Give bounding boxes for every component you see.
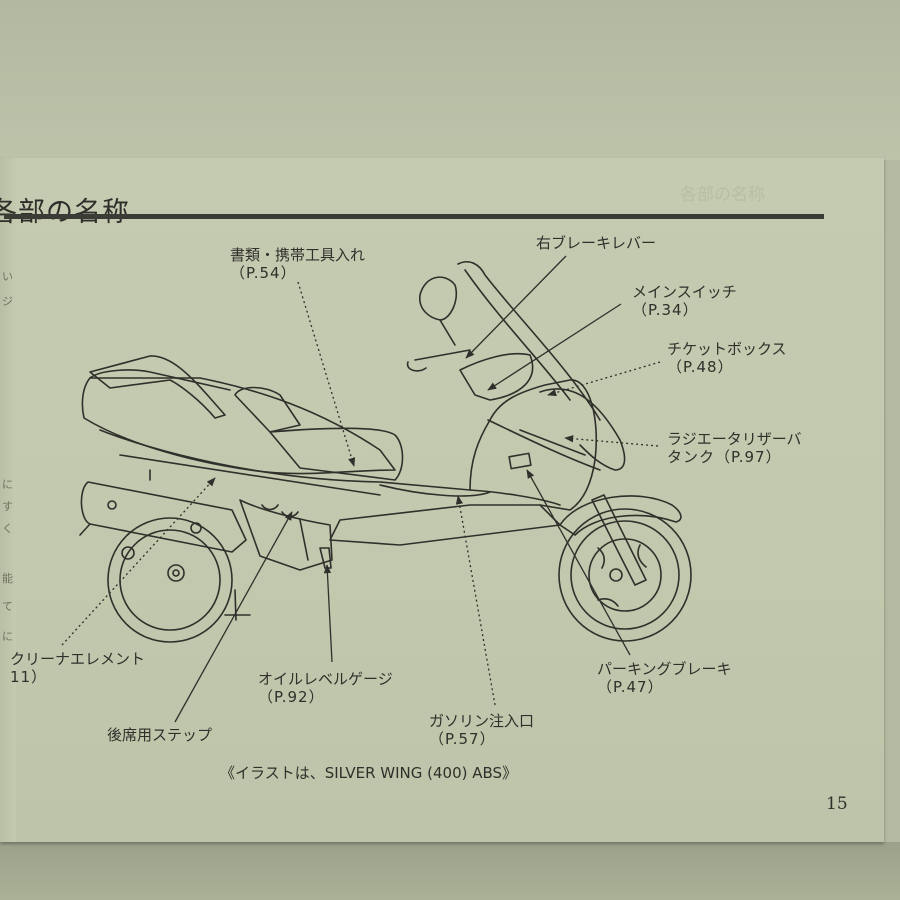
main-seat bbox=[269, 427, 404, 481]
label-name-line2: タンク（P.97） bbox=[667, 448, 782, 466]
page-gutter bbox=[0, 158, 16, 842]
label-name: 後席用ステップ bbox=[107, 726, 213, 744]
page-reference: （P.48） bbox=[667, 358, 734, 376]
leader-main-switch bbox=[487, 303, 622, 391]
margin-bleed-text: に bbox=[2, 478, 13, 491]
label-main-switch: メインスイッチ （P.34） bbox=[632, 283, 737, 319]
margin-bleed-text: て bbox=[2, 600, 13, 613]
front-fork bbox=[591, 494, 647, 586]
mirror bbox=[419, 276, 458, 321]
margin-bleed-text: す bbox=[2, 500, 13, 513]
label-name: クリーナエレメント bbox=[10, 650, 146, 668]
leader-pillion-step bbox=[174, 511, 293, 723]
page-reference: （P.57） bbox=[429, 730, 496, 748]
label-name: ラジエータリザーバ bbox=[667, 430, 802, 448]
label-parking-brake: パーキングブレーキ （P.47） bbox=[597, 660, 732, 696]
floorboard bbox=[329, 504, 561, 546]
page-reference: （P.54） bbox=[230, 264, 297, 282]
title-rule bbox=[4, 214, 824, 219]
margin-bleed-text: い bbox=[2, 270, 13, 283]
leader-parking-brake bbox=[526, 469, 631, 656]
margin-bleed-text: に bbox=[2, 630, 13, 643]
leader-right-brake-lever bbox=[465, 255, 567, 359]
background-top bbox=[0, 0, 900, 160]
background-bottom bbox=[0, 842, 900, 900]
rear-seat-backrest bbox=[234, 386, 301, 433]
leader-fuel-filler bbox=[455, 495, 496, 706]
front-cowl bbox=[469, 379, 598, 511]
muffler bbox=[80, 481, 247, 553]
front-wheel bbox=[558, 508, 692, 642]
illustration-caption: 《イラストは、SILVER WING (400) ABS》 bbox=[220, 764, 518, 782]
grab-rail bbox=[89, 355, 226, 419]
label-oil-level-gauge: オイルレベルゲージ （P.92） bbox=[258, 670, 393, 706]
manual-page: 各部の名称 各部の名称 い ジ に す く 能 て に 書類・携帯工具入れ （P… bbox=[0, 158, 884, 842]
page-reference: （P.47） bbox=[597, 678, 664, 696]
rear-wheel bbox=[107, 517, 233, 643]
leader-air-cleaner-element bbox=[61, 477, 216, 646]
label-name: パーキングブレーキ bbox=[597, 660, 732, 678]
page-reference: （P.92） bbox=[258, 688, 325, 706]
leader-oil-level-gauge bbox=[323, 564, 333, 663]
margin-bleed-text: 能 bbox=[2, 572, 13, 585]
leader-document-compartment bbox=[297, 281, 356, 467]
margin-bleed-text: ジ bbox=[2, 295, 13, 308]
label-name: オイルレベルゲージ bbox=[258, 670, 393, 688]
front-fender bbox=[559, 495, 682, 536]
label-name: チケットボックス bbox=[667, 340, 787, 358]
label-right-brake-lever: 右ブレーキレバー bbox=[536, 234, 656, 252]
label-radiator-reserve-tank: ラジエータリザーバ タンク（P.97） bbox=[667, 430, 802, 466]
engine bbox=[239, 499, 333, 571]
front-nose bbox=[539, 388, 626, 471]
label-name: 書類・携帯工具入れ bbox=[230, 246, 366, 264]
show-through-title: 各部の名称 bbox=[680, 185, 765, 205]
label-air-cleaner-element: クリーナエレメント 11） bbox=[10, 650, 145, 686]
leader-radiator-reserve-tank bbox=[564, 435, 659, 447]
label-name: 右ブレーキレバー bbox=[536, 234, 657, 252]
section-title: 各部の名称 bbox=[0, 197, 130, 228]
margin-bleed-text: く bbox=[2, 522, 13, 535]
label-fuel-filler: ガソリン注入口 （P.57） bbox=[429, 712, 534, 748]
label-pillion-step: 後席用ステップ bbox=[107, 726, 212, 744]
handlebar bbox=[406, 349, 471, 372]
label-name: メインスイッチ bbox=[632, 283, 737, 301]
side-panel bbox=[99, 429, 561, 506]
page-reference: 11） bbox=[10, 668, 48, 686]
label-ticket-box: チケットボックス （P.48） bbox=[667, 340, 787, 376]
label-document-compartment: 書類・携帯工具入れ （P.54） bbox=[230, 246, 365, 282]
page-reference: （P.34） bbox=[632, 301, 699, 319]
label-name: ガソリン注入口 bbox=[429, 712, 535, 730]
centre-stand bbox=[224, 589, 251, 621]
windscreen bbox=[457, 260, 601, 421]
page-number: 15 bbox=[826, 794, 848, 814]
rear-cowl bbox=[81, 377, 396, 475]
